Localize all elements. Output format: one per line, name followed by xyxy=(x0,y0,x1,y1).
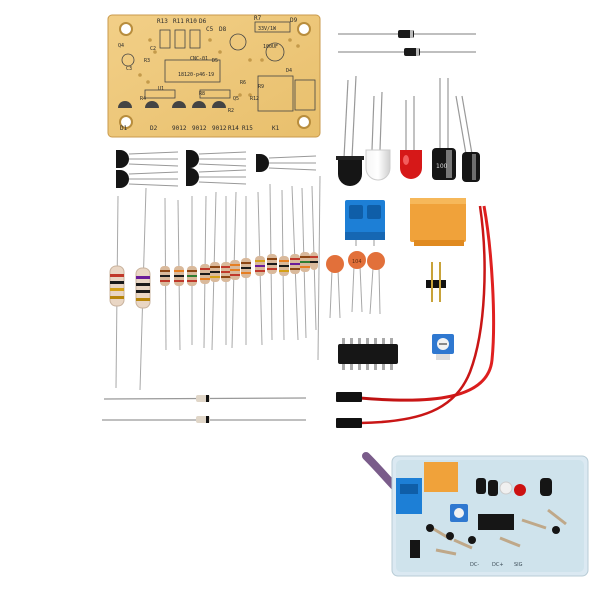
pcb-label: Q5 xyxy=(233,96,239,102)
pcb-label: R4 xyxy=(140,96,146,102)
wire-cable xyxy=(336,205,496,428)
pcb-label: R10 xyxy=(186,18,197,25)
bare-pcb: R13 R11 R10 D6 C5 D8 R7 33V/1W D9 CNC-01… xyxy=(107,14,321,138)
pcb-label: 18120-p46-19 xyxy=(178,72,214,78)
header-pins xyxy=(426,262,446,302)
pcb-label: D4 xyxy=(286,68,292,74)
cap-label: 104 xyxy=(352,259,362,265)
terminal-block xyxy=(345,200,385,246)
pcb-label: R2 xyxy=(228,108,234,114)
electrolytic-capacitor: 100 xyxy=(432,78,456,180)
pcb-label: R7 xyxy=(254,15,262,22)
transistor xyxy=(256,154,317,172)
pcb-label: 9012 xyxy=(192,125,207,132)
ceramic-capacitor xyxy=(326,255,344,319)
pcb-label: U1 xyxy=(158,86,164,92)
diode xyxy=(338,48,476,56)
pcb-label: 9012 xyxy=(172,125,187,132)
pcb-label: R11 xyxy=(173,18,184,25)
pcb-label: R14 xyxy=(228,125,239,132)
pcb-label: D8 xyxy=(219,26,227,33)
relay xyxy=(410,198,466,246)
cap-label: 100 xyxy=(436,163,448,170)
pcb-label: R12 xyxy=(250,96,259,102)
pcb-label: R9 xyxy=(258,84,264,90)
electrolytic-capacitor-small xyxy=(455,95,480,182)
led-red xyxy=(400,96,422,179)
diode xyxy=(338,30,476,38)
pcb-label: C5 xyxy=(206,26,214,33)
pcb-label: C3 xyxy=(126,66,132,72)
pcb-label: Q4 xyxy=(118,43,124,49)
ic-chip xyxy=(338,338,398,370)
pcb-label: D2 xyxy=(150,125,158,132)
transistor xyxy=(116,170,179,188)
module-label: DC+ xyxy=(492,562,504,568)
pcb-label: D6 xyxy=(199,18,207,25)
potentiometer xyxy=(432,334,454,360)
pcb-label: R8 xyxy=(199,91,205,97)
pcb-label: D9 xyxy=(290,17,298,24)
transistor xyxy=(116,150,179,168)
pcb-label: 9012 xyxy=(212,125,227,132)
pcb-label: 100UF xyxy=(263,44,278,50)
pcb-label: R3 xyxy=(144,58,150,64)
ceramic-capacitor: 104 xyxy=(348,251,366,313)
pcb-label: K1 xyxy=(272,125,280,132)
assembled-module: DC- DC+ SIG xyxy=(362,452,589,577)
pcb-label: R13 xyxy=(157,18,168,25)
module-label: SIG xyxy=(514,562,523,568)
resistor-large xyxy=(135,267,151,309)
transistor xyxy=(186,168,247,186)
pcb-label: R6 xyxy=(240,80,246,86)
pcb-label: R15 xyxy=(242,125,253,132)
diode xyxy=(102,416,306,423)
pcb-label: 33V/1W xyxy=(258,26,277,32)
pcb-label: C2 xyxy=(150,46,156,52)
transistor xyxy=(186,150,247,168)
resistor-small-row xyxy=(160,252,318,286)
ceramic-capacitor xyxy=(367,252,385,315)
resistor-large xyxy=(109,265,125,307)
led-clear xyxy=(365,91,391,181)
module-label: DC- xyxy=(470,562,479,568)
pcb-label: D5 xyxy=(212,58,218,64)
led-black xyxy=(336,75,364,186)
diode xyxy=(103,395,307,402)
pcb-label: D1 xyxy=(120,125,128,132)
pcb-label: CNC-01 xyxy=(190,56,208,62)
